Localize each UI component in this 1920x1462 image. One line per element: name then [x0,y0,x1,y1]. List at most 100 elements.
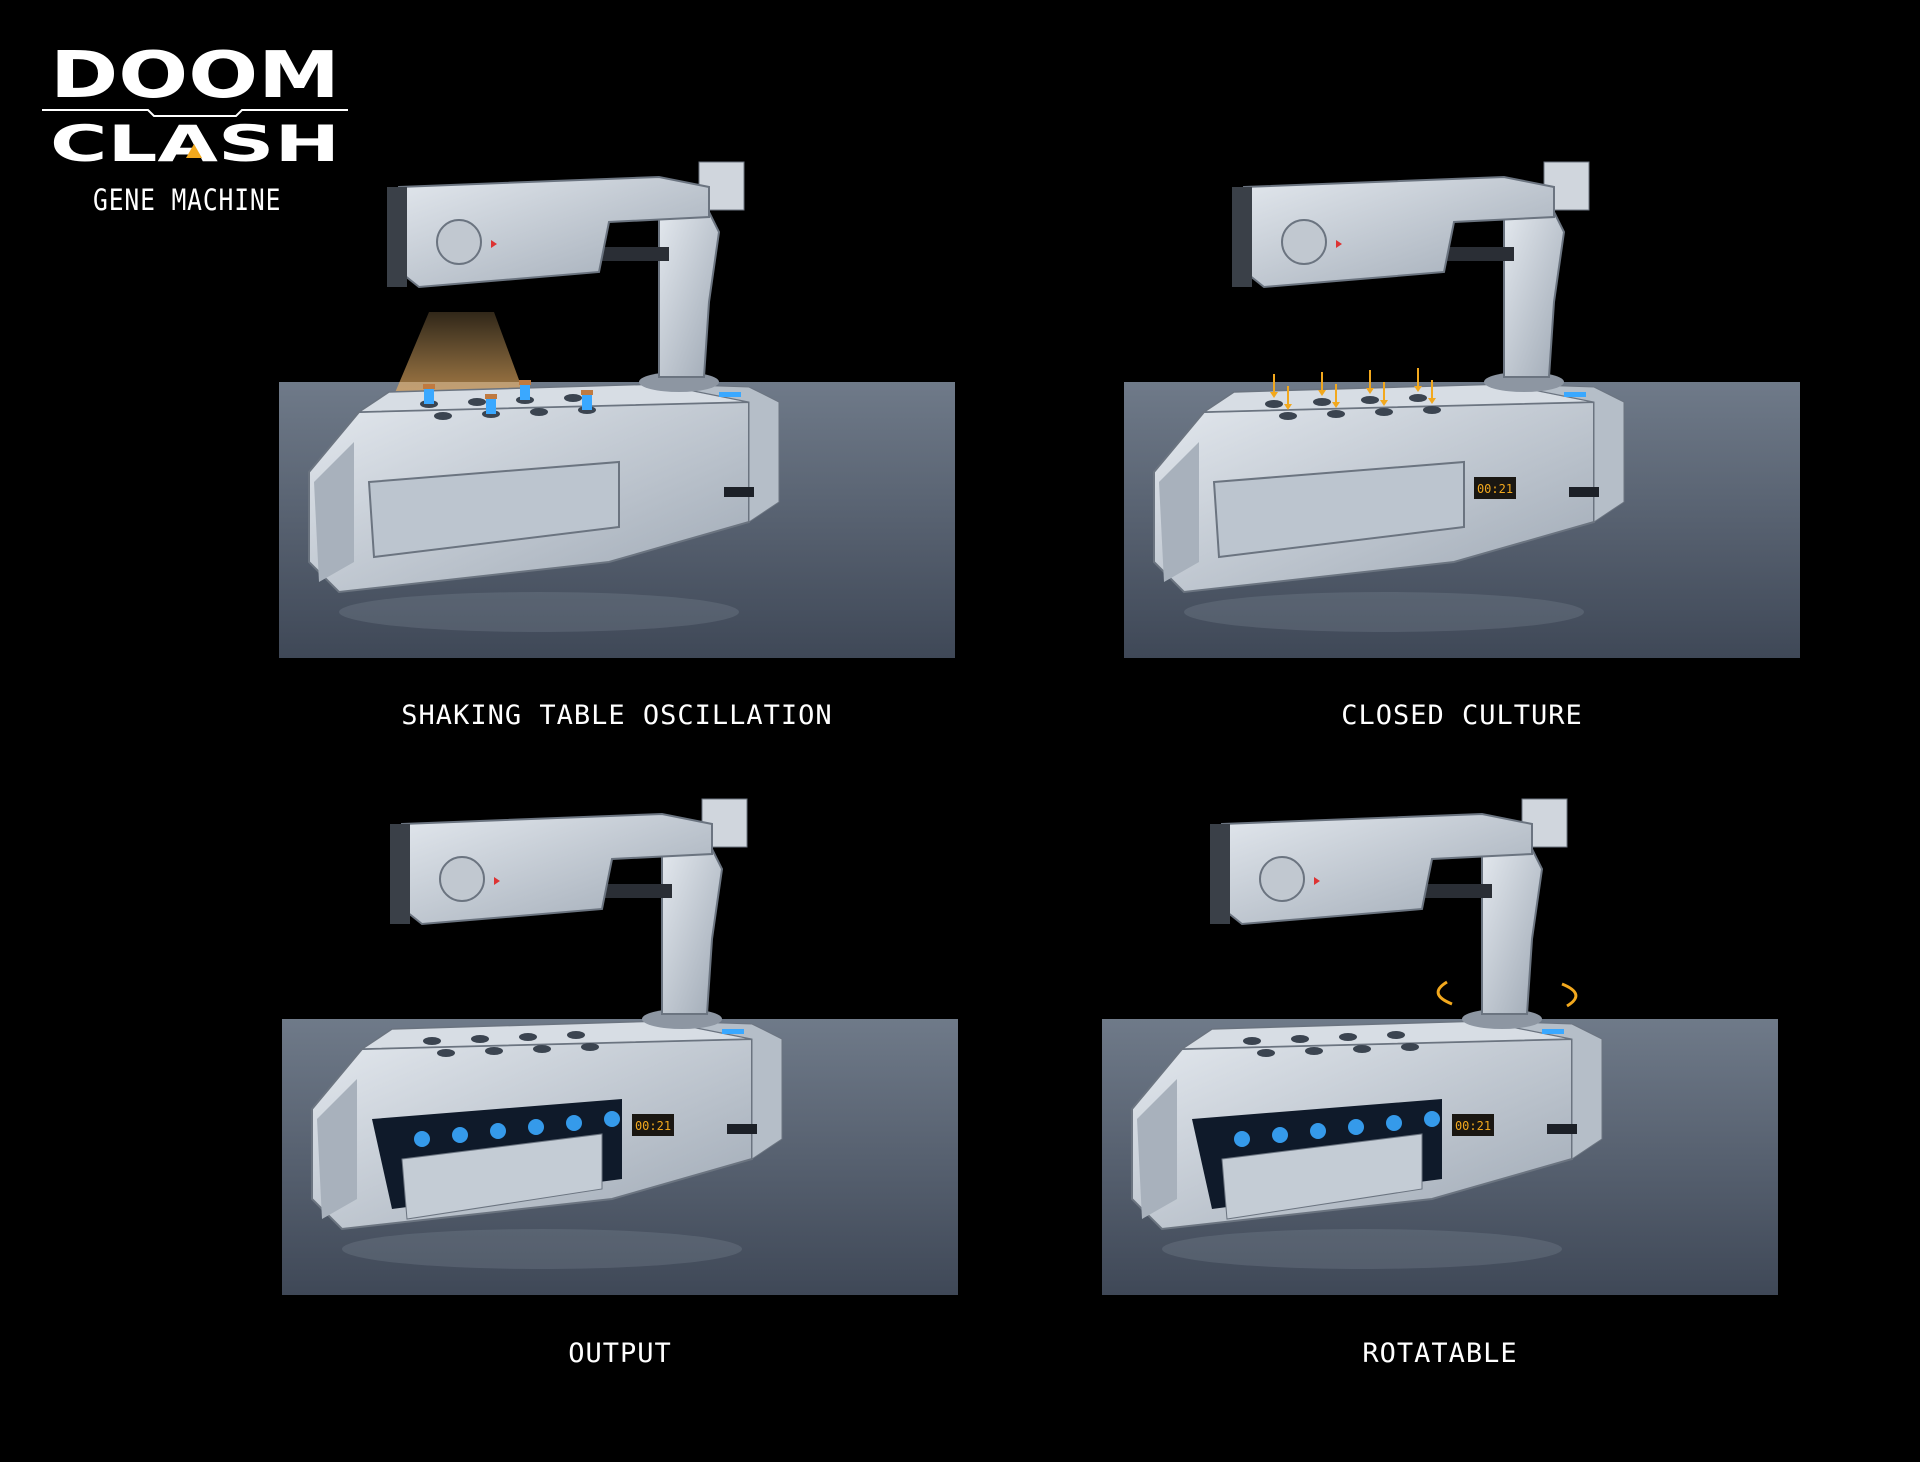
sample-well [1313,398,1331,406]
glowing-vial [604,1111,620,1127]
down-arrow-icon [1332,384,1340,408]
sample-well [567,1031,585,1039]
subtitle: GENE MACHINE [93,183,282,217]
glowing-vial [1386,1115,1402,1131]
sample-well [485,1047,503,1055]
glowing-vial [1348,1119,1364,1135]
sample-well [471,1035,489,1043]
sample-vial [582,394,592,410]
glowing-vial [1234,1131,1250,1147]
sample-well [437,1049,455,1057]
arm-side-plate [387,187,407,287]
timer-display [632,1114,674,1136]
dial-knob [439,856,485,902]
rotate-right-arrow-icon [1561,982,1578,1008]
light-beam [389,312,529,407]
down-arrow-icon [1318,372,1326,396]
vent-slot [727,1124,757,1134]
glowing-vial [490,1123,506,1139]
glowing-vial [566,1115,582,1131]
indicator-triangle [494,877,500,885]
sample-well [1305,1047,1323,1055]
glowing-vial [1424,1111,1440,1127]
down-arrow-icon [1380,382,1388,406]
machine-side-panel [1159,442,1199,582]
sample-well [581,1043,599,1051]
machine: 00:21 [311,798,783,1231]
front-panel [367,460,620,559]
status-light [722,1029,744,1034]
sample-well [1423,406,1441,414]
scene-closed-culture: 00:21 [1124,142,1800,658]
timer-text: 00:21 [1477,482,1513,496]
down-arrow-icon [1428,380,1436,404]
sample-well [1327,410,1345,418]
caption-output: OUTPUT [568,1338,672,1369]
sample-well [1265,400,1283,408]
vent-slot [1569,487,1599,497]
floor-reflection [1184,592,1584,632]
glowing-vial [1310,1123,1326,1139]
sample-well [1401,1043,1419,1051]
pillar [661,848,724,1015]
sample-well [1291,1035,1309,1043]
svg-text:DOOM: DOOM [50,40,340,113]
down-arrow-icon [1270,374,1278,398]
floor-reflection [342,1229,742,1269]
machine: 00:21 [1131,798,1603,1231]
caption-closed-culture: CLOSED CULTURE [1341,700,1583,731]
sample-well [434,412,452,420]
sample-vial [424,388,434,404]
floor-reflection [339,592,739,632]
pillar [1481,848,1544,1015]
arm-side-plate [390,824,410,924]
doom-clash-logo: DOOM CLASH [40,40,350,165]
front-panel [1212,460,1465,559]
scene-rotatable: 00:21 [1102,779,1778,1295]
timer-display [1474,477,1516,499]
dial-knob [1281,219,1327,265]
down-arrow-icon [1414,368,1422,392]
sample-well [1243,1037,1261,1045]
sample-well [530,408,548,416]
down-arrow-icon [1284,386,1292,410]
machine [308,161,780,594]
scene-shaking-table [279,142,955,658]
sample-well [1279,412,1297,420]
glowing-vial [1272,1127,1288,1143]
sample-well [519,1033,537,1041]
machine: 00:21 [1153,161,1625,594]
drawer-front [1221,1133,1423,1220]
timer-text: 00:21 [1455,1119,1491,1133]
floor-reflection [1162,1229,1562,1269]
timer-display [1452,1114,1494,1136]
glowing-vial [414,1131,430,1147]
scene-output: 00:21 [282,779,958,1295]
down-arrow-icon [1366,370,1374,394]
indicator-triangle [1336,240,1342,248]
sample-well [564,394,582,402]
status-light [1542,1029,1564,1034]
machine-side-panel [317,1079,357,1219]
status-light [1564,392,1586,397]
sample-well [423,1037,441,1045]
timer-text: 00:21 [635,1119,671,1133]
sample-well [1409,394,1427,402]
dial-knob [436,219,482,265]
drawer-front [401,1133,603,1220]
status-light [719,392,741,397]
glowing-vial [528,1119,544,1135]
sample-well [1387,1031,1405,1039]
sample-well [1353,1045,1371,1053]
machine-side-panel [1137,1079,1177,1219]
sample-vial [520,384,530,400]
arm-side-plate [1210,824,1230,924]
vent-slot [724,487,754,497]
rotate-left-arrow-icon [1436,980,1453,1006]
machine-side-panel [314,442,354,582]
dial-knob [1259,856,1305,902]
sample-well [1375,408,1393,416]
sample-vial [486,398,496,414]
sample-well [1339,1033,1357,1041]
arm-side-plate [1232,187,1252,287]
